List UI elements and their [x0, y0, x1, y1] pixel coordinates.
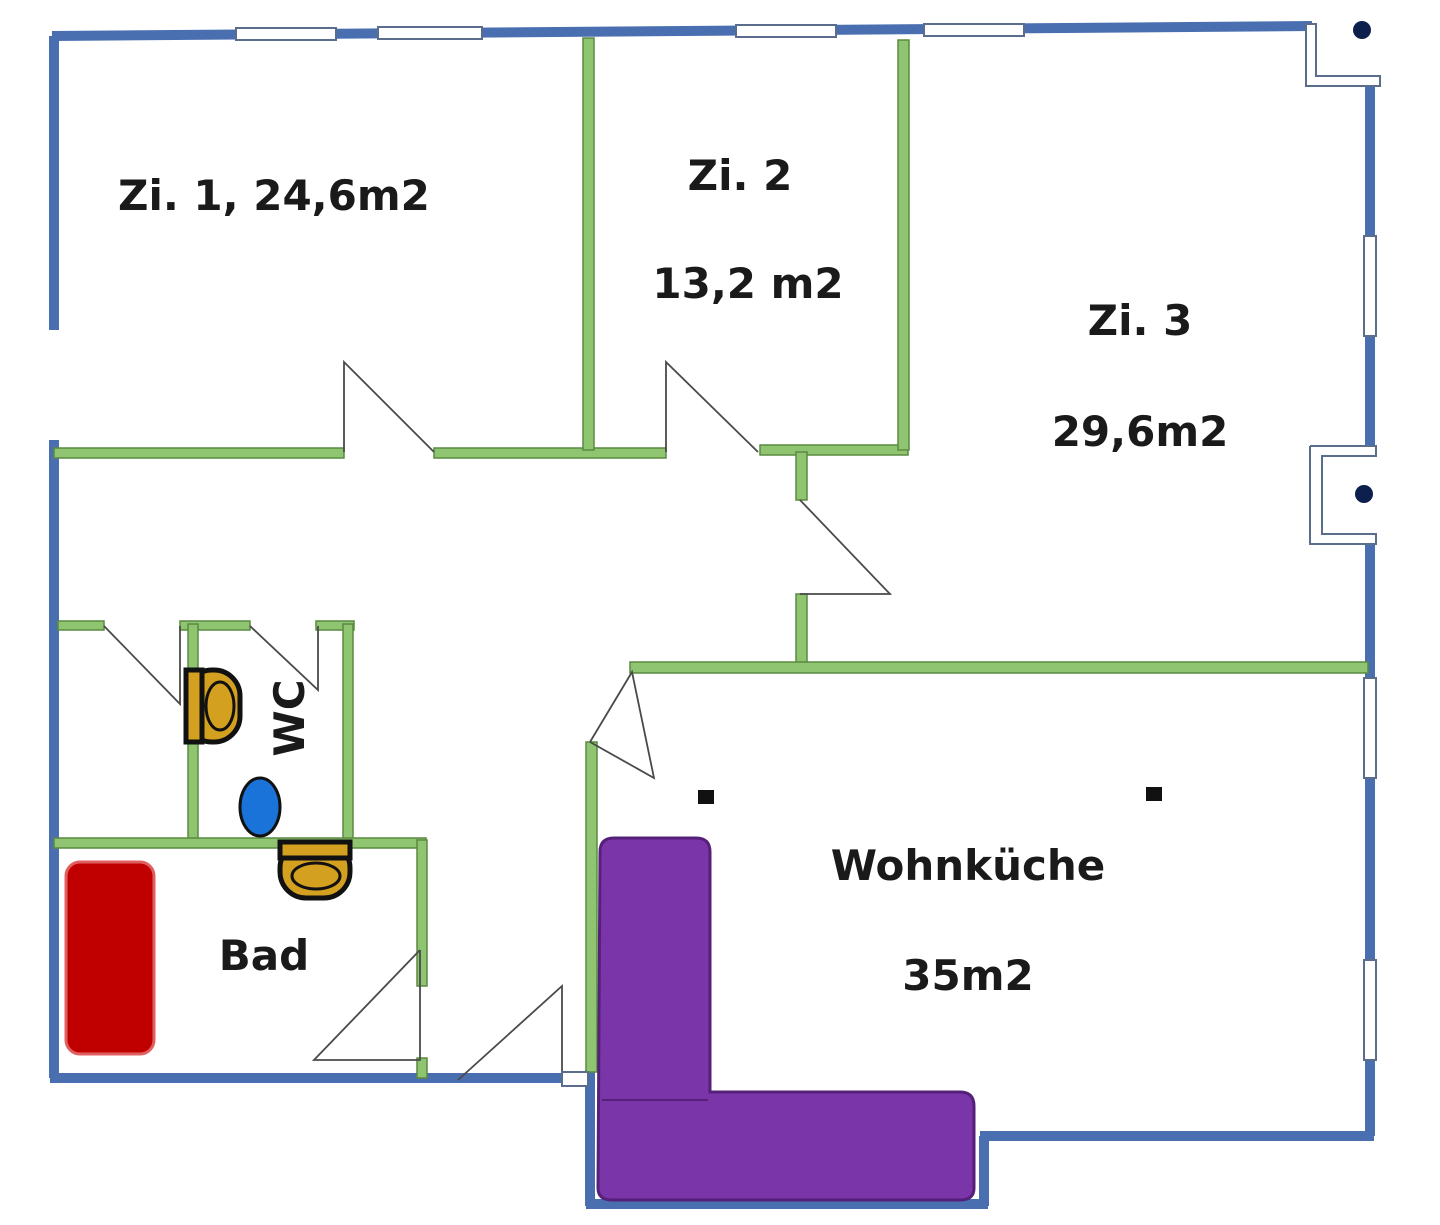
door-swings [103, 359, 893, 1087]
room-labels: Zi. 1, 24,6m2 Zi. 2 13,2 m2 Zi. 3 29,6m2… [118, 151, 1228, 1000]
fixtures [64, 667, 1162, 1202]
room-label-zi1: Zi. 1, 24,6m2 [118, 171, 430, 220]
door-marker [1355, 485, 1373, 503]
sofa [596, 836, 976, 1202]
room-label-wc: WC [265, 679, 314, 756]
bad-toilet [277, 839, 353, 901]
sink [238, 776, 282, 838]
windows [235, 23, 1377, 1061]
toilet [183, 667, 243, 745]
room-area-wohnkueche: 35m2 [902, 951, 1033, 1000]
bathtub [64, 860, 156, 1056]
balcony-door-bottom [1309, 445, 1377, 545]
room-area-zi3: 29,6m2 [1052, 407, 1229, 456]
exterior-walls [49, 21, 1375, 1209]
interior-walls [53, 37, 1369, 1079]
room-label-zi2: Zi. 2 [688, 151, 793, 200]
column-marker [1146, 787, 1162, 801]
room-label-zi3: Zi. 3 [1088, 296, 1193, 345]
balcony-door-top [1305, 21, 1381, 87]
column-marker [698, 790, 714, 804]
room-label-wohnkueche: Wohnküche [831, 841, 1106, 890]
door-marker [1353, 21, 1371, 39]
room-label-bad: Bad [219, 931, 309, 980]
room-area-zi2: 13,2 m2 [652, 259, 843, 308]
